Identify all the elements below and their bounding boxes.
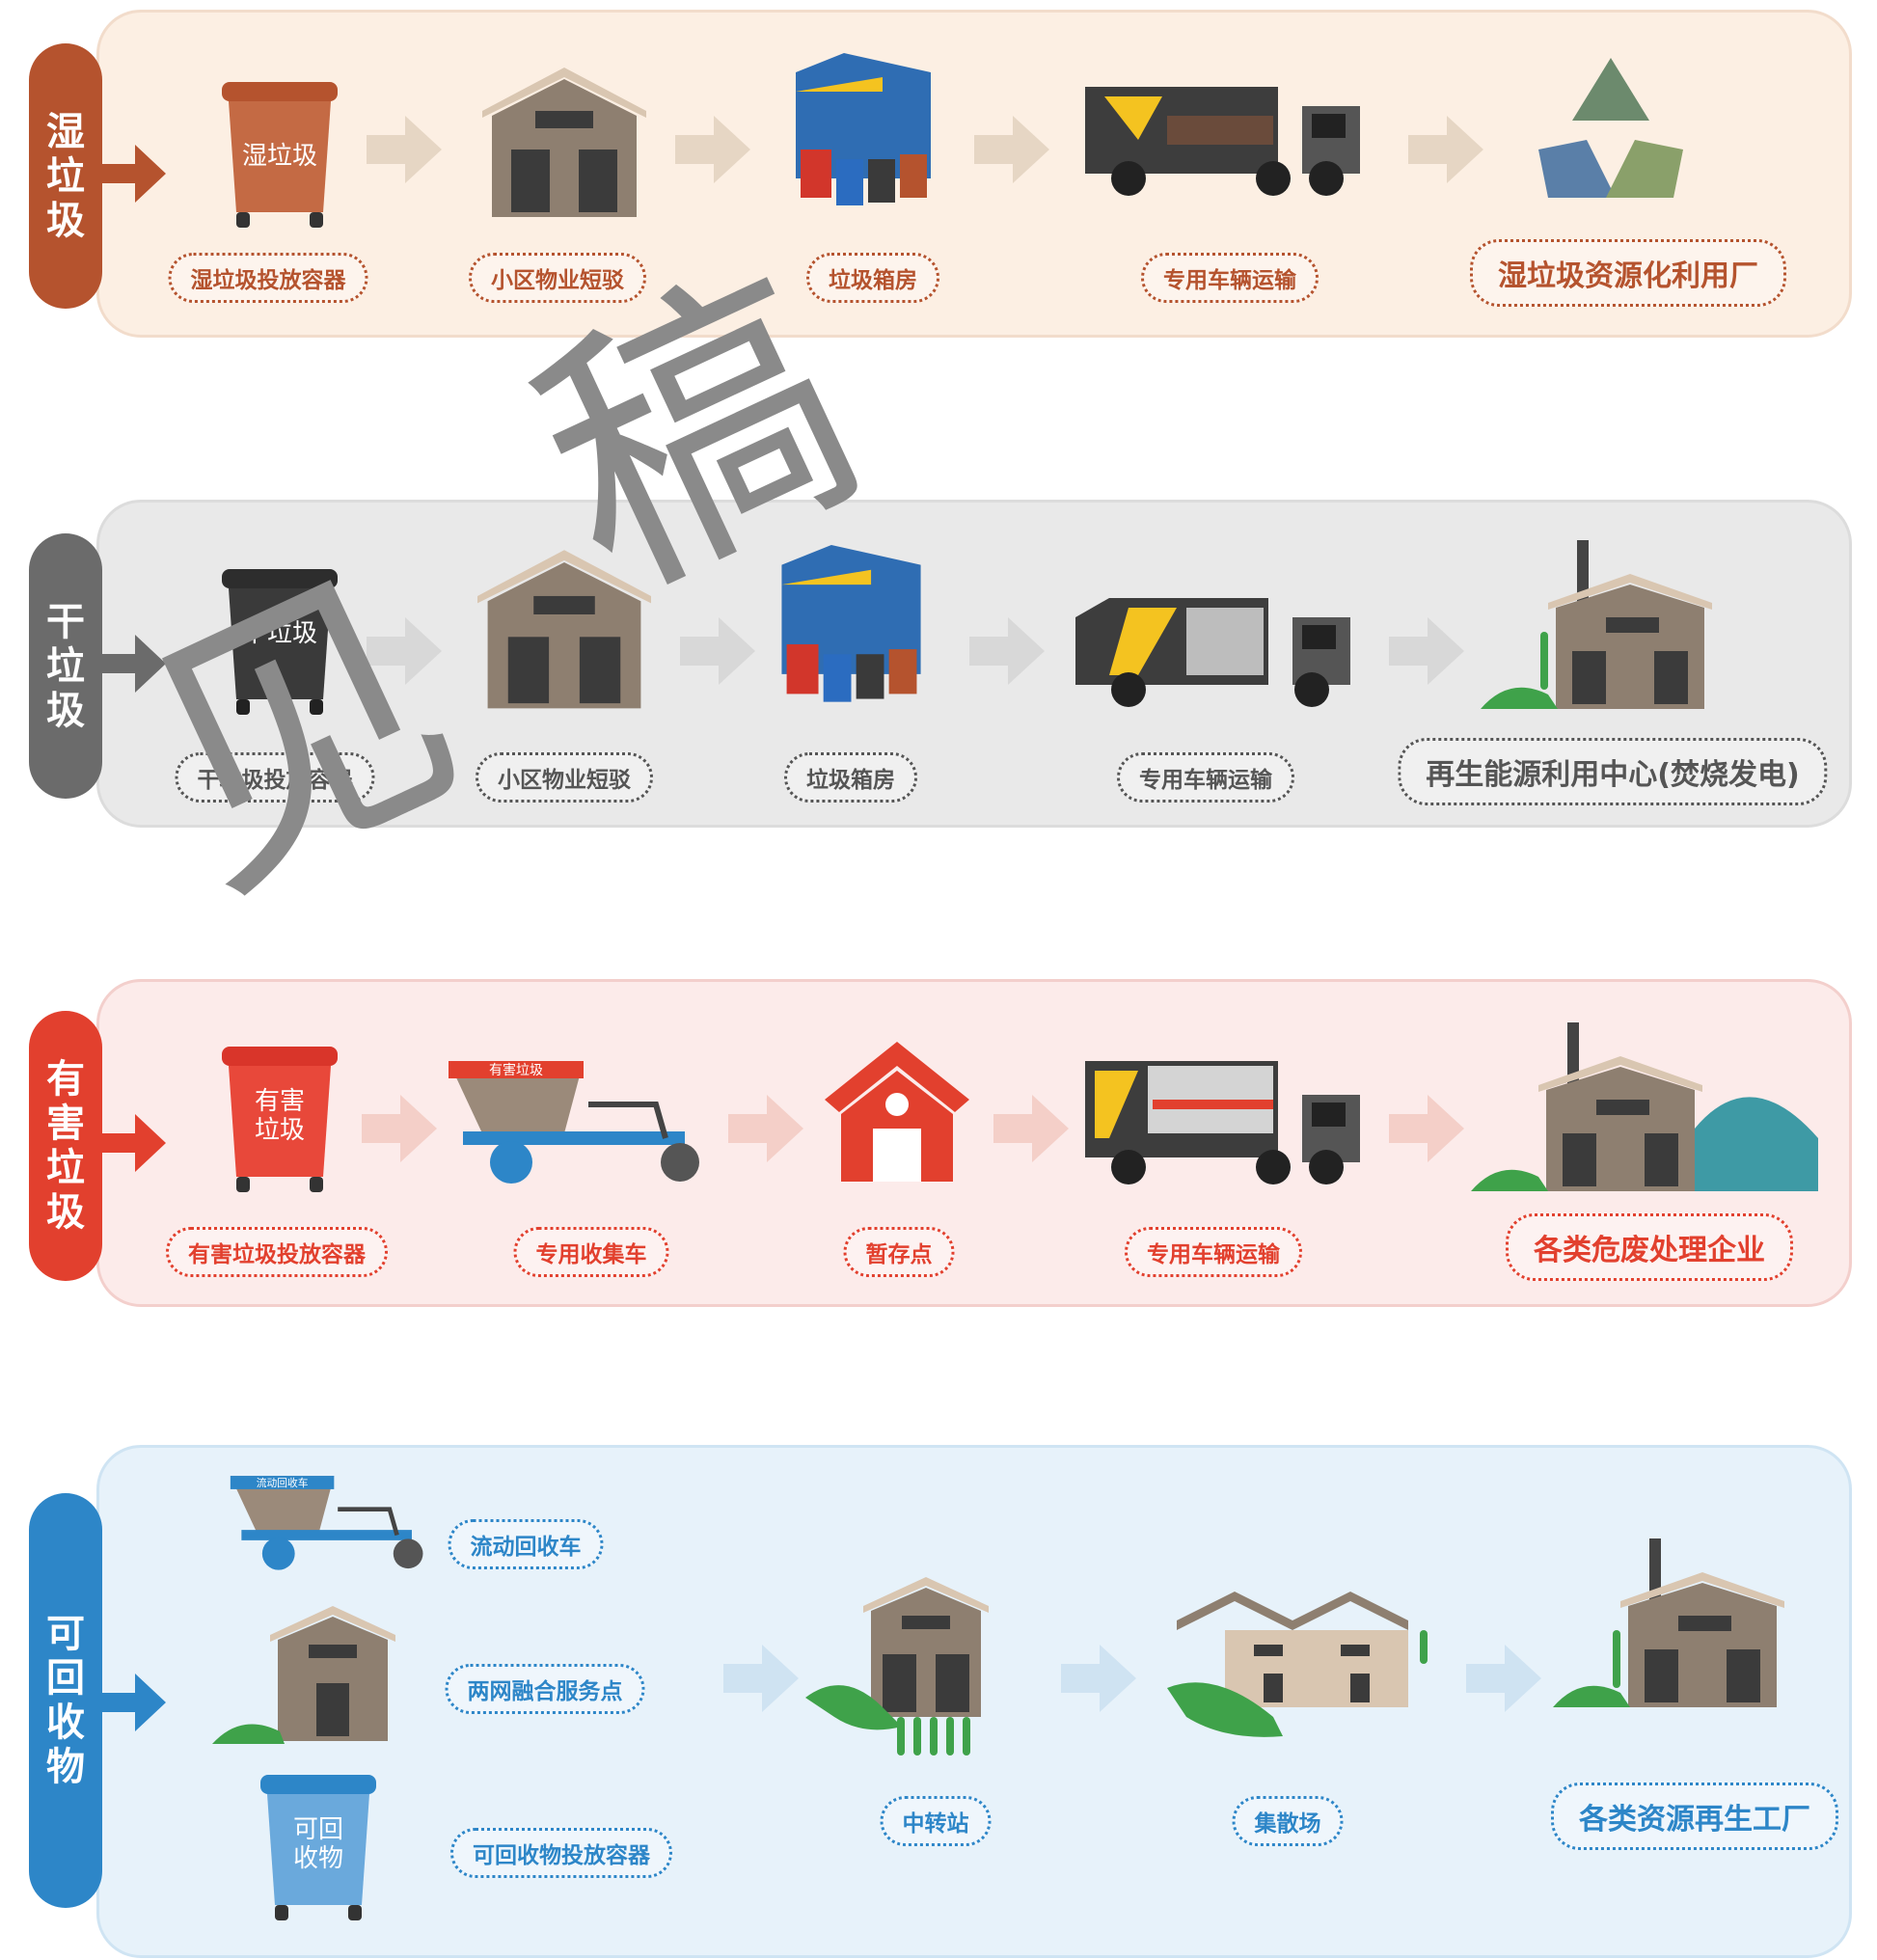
hazardous-bin-icon: 有害 垃圾 bbox=[222, 1047, 338, 1192]
wet-step-label: 专用车辆运输 bbox=[1141, 253, 1319, 303]
recyclable-bin-icon: 可回 收物 bbox=[260, 1775, 376, 1920]
transfer-station-icon bbox=[805, 1577, 989, 1756]
recyclable-source-label: 可回收物投放容器 bbox=[450, 1828, 672, 1878]
property-house-icon bbox=[482, 68, 646, 217]
dry-bin-icon: 干垃圾 bbox=[222, 569, 338, 715]
flow-arrow-icon bbox=[1389, 617, 1464, 685]
property-house-icon bbox=[477, 550, 651, 709]
flow-arrow-icon bbox=[974, 116, 1049, 183]
hazardous-step-label: 暂存点 bbox=[843, 1227, 955, 1277]
hazardous-waste-tab: 有害垃圾 bbox=[29, 1011, 102, 1281]
flow-arrow-icon bbox=[367, 617, 442, 685]
hazardous-bin-label-line2: 垃圾 bbox=[255, 1115, 305, 1144]
dry-waste-title: 干垃圾 bbox=[46, 599, 85, 733]
wet-step-label: 垃圾箱房 bbox=[806, 253, 939, 303]
flow-arrow-icon bbox=[1389, 1095, 1464, 1162]
recyclable-bin-label-line2: 收物 bbox=[293, 1843, 343, 1872]
flow-arrow-icon bbox=[969, 617, 1045, 685]
recyclable-step-label: 集散场 bbox=[1232, 1796, 1344, 1846]
flow-arrow-icon bbox=[993, 1095, 1069, 1162]
hazardous-step-label: 各类危废处理企业 bbox=[1506, 1213, 1793, 1281]
hazardous-waste-title: 有害垃圾 bbox=[46, 1057, 85, 1235]
dry-step-label: 专用车辆运输 bbox=[1117, 752, 1294, 803]
recyclable-source-label: 流动回收车 bbox=[448, 1519, 604, 1569]
distribution-yard-icon bbox=[1167, 1592, 1428, 1737]
flow-arrow-icon bbox=[1408, 116, 1483, 183]
recyclable-tab: 可回收物 bbox=[29, 1493, 102, 1908]
dry-step-label: 小区物业短驳 bbox=[476, 752, 653, 803]
hazardous-pointer-icon bbox=[96, 1114, 166, 1172]
collection-cart-icon: 有害垃圾 bbox=[449, 1061, 699, 1184]
recycling-factory-icon bbox=[1553, 1538, 1784, 1707]
flow-arrow-icon bbox=[367, 116, 442, 183]
bin-station-icon bbox=[796, 53, 931, 205]
hazardous-step-label: 有害垃圾投放容器 bbox=[166, 1227, 388, 1277]
wet-pointer-icon bbox=[96, 145, 166, 203]
mobile-recycling-cart-icon: 流动回收车 bbox=[230, 1476, 423, 1570]
wet-step-label: 湿垃圾资源化利用厂 bbox=[1470, 239, 1786, 307]
recycling-cart-label: 流动回收车 bbox=[257, 1477, 309, 1489]
dry-pointer-icon bbox=[96, 635, 166, 693]
flow-arrow-icon bbox=[1061, 1645, 1136, 1712]
dry-waste-tab: 干垃圾 bbox=[29, 533, 102, 799]
wet-waste-title: 湿垃圾 bbox=[46, 109, 85, 243]
recyclable-bin-label-line1: 可回 bbox=[293, 1814, 343, 1843]
dry-bin-label: 干垃圾 bbox=[242, 618, 317, 647]
recyclable-step-label: 中转站 bbox=[880, 1796, 992, 1846]
dry-step-label: 垃圾箱房 bbox=[784, 752, 917, 803]
hazardous-plant-icon bbox=[1471, 1022, 1818, 1191]
special-truck-icon bbox=[1085, 1061, 1360, 1184]
recyclable-source-label: 两网融合服务点 bbox=[445, 1664, 645, 1714]
wet-step-label: 小区物业短驳 bbox=[469, 253, 646, 303]
wet-step-label: 湿垃圾投放容器 bbox=[168, 253, 368, 303]
recycle-plant-icon bbox=[1538, 58, 1683, 198]
dry-step-label: 再生能源利用中心(焚烧发电) bbox=[1398, 738, 1828, 805]
flow-arrow-icon bbox=[362, 1095, 437, 1162]
flow-arrow-icon bbox=[675, 116, 750, 183]
hazardous-cart-label: 有害垃圾 bbox=[489, 1062, 543, 1077]
dry-step-label: 干垃圾投放容器 bbox=[175, 752, 375, 803]
hazardous-step-label: 专用车辆运输 bbox=[1125, 1227, 1302, 1277]
wet-bin-label: 湿垃圾 bbox=[242, 141, 317, 170]
flow-arrow-icon bbox=[1466, 1645, 1541, 1712]
flow-arrow-icon bbox=[728, 1095, 803, 1162]
special-truck-icon bbox=[1085, 87, 1360, 196]
hazardous-bin-label-line1: 有害 bbox=[255, 1086, 305, 1115]
wet-waste-tab: 湿垃圾 bbox=[29, 43, 102, 309]
recyclable-title: 可回收物 bbox=[46, 1612, 85, 1789]
bin-station-icon bbox=[781, 545, 921, 702]
service-point-icon bbox=[212, 1606, 395, 1744]
hazardous-step-label: 专用收集车 bbox=[513, 1227, 669, 1277]
flow-arrow-icon bbox=[723, 1645, 799, 1712]
wet-bin-icon: 湿垃圾 bbox=[222, 82, 338, 228]
recyclable-pointer-icon bbox=[96, 1674, 166, 1731]
special-truck-icon bbox=[1075, 598, 1350, 707]
temporary-storage-icon bbox=[825, 1042, 969, 1182]
power-plant-icon bbox=[1481, 540, 1712, 709]
recyclable-step-label: 各类资源再生工厂 bbox=[1551, 1783, 1838, 1850]
flow-arrow-icon bbox=[680, 617, 755, 685]
